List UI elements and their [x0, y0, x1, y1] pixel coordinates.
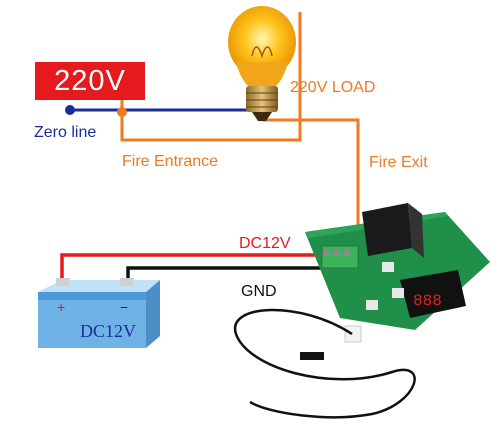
fire-exit-wire — [262, 118, 360, 238]
thermostat-board: 888 — [305, 203, 490, 343]
light-bulb-icon — [228, 6, 296, 121]
led-display: 888 — [400, 270, 466, 318]
zero-line-label: Zero line — [34, 124, 97, 141]
fire-entrance-label: Fire Entrance — [122, 153, 219, 170]
load-label: 220V LOAD — [290, 79, 376, 96]
relay-icon — [362, 203, 424, 258]
battery-voltage-label: DC12V — [80, 321, 137, 341]
battery-negative-terminal: − — [120, 299, 129, 315]
svg-text:888: 888 — [413, 292, 442, 310]
fire-exit-label: Fire Exit — [369, 154, 428, 171]
dc-wire — [60, 253, 335, 284]
battery-icon — [38, 278, 160, 348]
voltage-source-label: 220V — [35, 62, 145, 100]
zero-line-wire — [65, 105, 258, 115]
battery-positive-terminal: + — [57, 299, 66, 315]
dc-wire-label: DC12V — [239, 235, 291, 252]
fire-entrance-wire — [117, 12, 302, 142]
gnd-wire-label: GND — [241, 283, 277, 300]
temperature-probe-icon — [233, 308, 416, 419]
